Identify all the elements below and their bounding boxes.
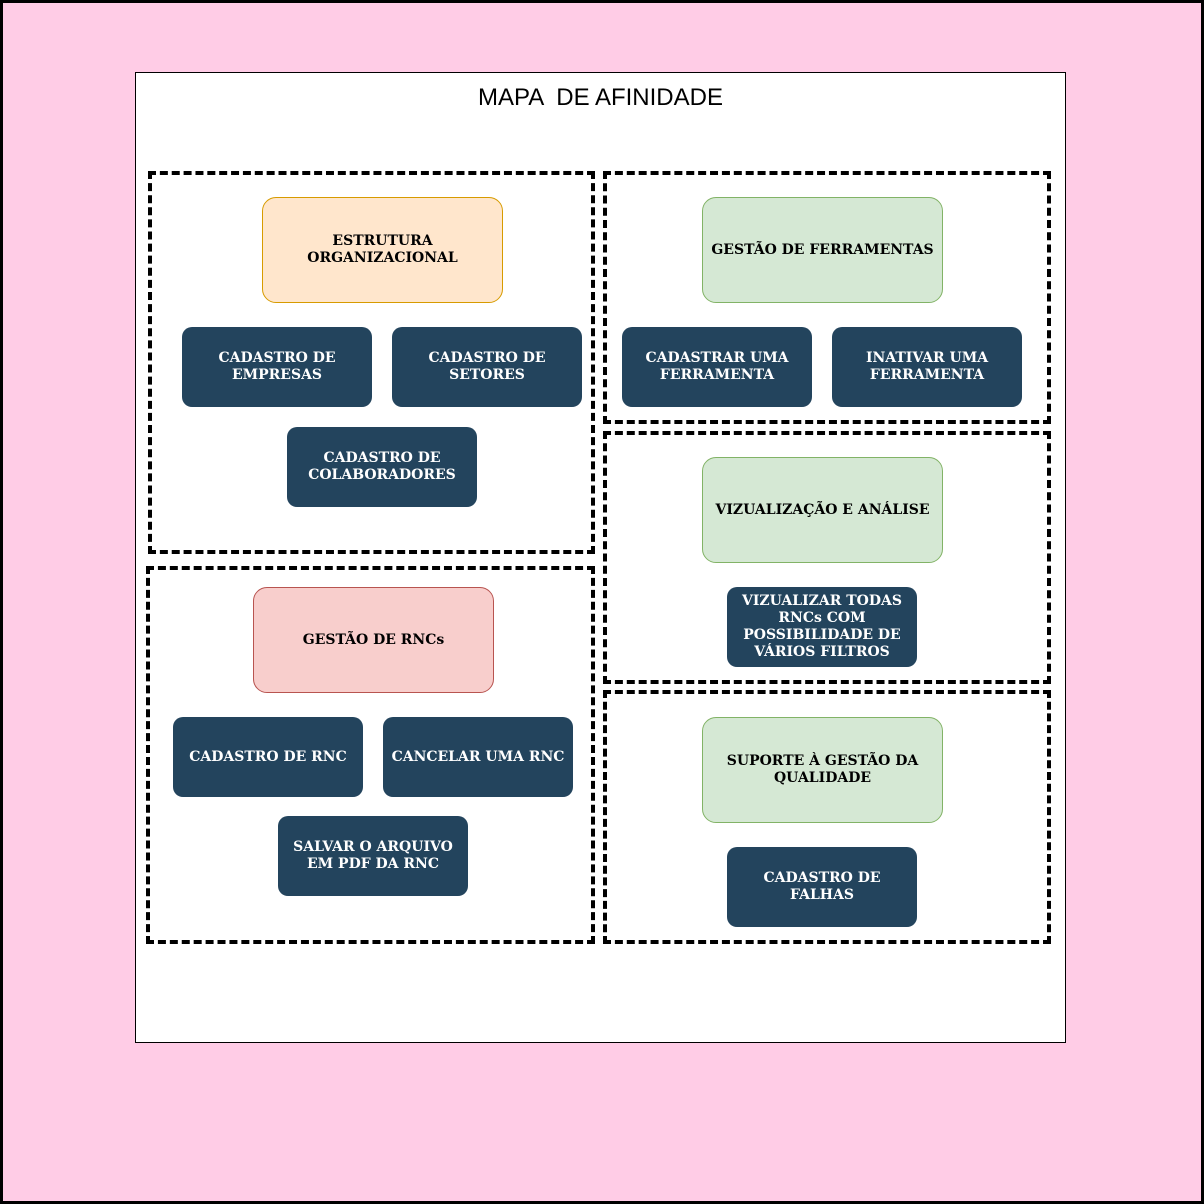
group-gestao-rncs — [146, 566, 595, 944]
category-vizualizacao-analise[interactable]: VIZUALIZAÇÃO E ANÁLISE — [702, 457, 943, 563]
item-cadastrar-ferramenta[interactable]: CADASTRAR UMA FERRAMENTA — [622, 327, 812, 407]
category-suporte-qualidade[interactable]: SUPORTE À GESTÃO DA QUALIDADE — [702, 717, 943, 823]
item-cadastro-setores[interactable]: CADASTRO DE SETORES — [392, 327, 582, 407]
group-suporte-qualidade — [603, 690, 1051, 944]
category-gestao-ferramentas[interactable]: GESTÃO DE FERRAMENTAS — [702, 197, 943, 303]
group-gestao-ferramentas — [603, 171, 1051, 424]
item-cadastro-falhas[interactable]: CADASTRO DE FALHAS — [727, 847, 917, 927]
item-cadastro-colaboradores[interactable]: CADASTRO DE COLABORADORES — [287, 427, 477, 507]
item-vizualizar-rncs[interactable]: VIZUALIZAR TODAS RNCs COM POSSIBILIDADE … — [727, 587, 917, 667]
item-cadastro-rnc[interactable]: CADASTRO DE RNC — [173, 717, 363, 797]
group-estrutura-organizacional — [148, 171, 595, 554]
group-vizualizacao-analise — [603, 431, 1051, 684]
item-cancelar-rnc[interactable]: CANCELAR UMA RNC — [383, 717, 573, 797]
category-estrutura-organizacional[interactable]: ESTRUTURA ORGANIZACIONAL — [262, 197, 503, 303]
category-gestao-rncs[interactable]: GESTÃO DE RNCs — [253, 587, 494, 693]
diagram-title: MAPA DE AFINIDADE — [478, 84, 723, 111]
item-cadastro-empresas[interactable]: CADASTRO DE EMPRESAS — [182, 327, 372, 407]
item-salvar-pdf-rnc[interactable]: SALVAR O ARQUIVO EM PDF DA RNC — [278, 816, 468, 896]
item-inativar-ferramenta[interactable]: INATIVAR UMA FERRAMENTA — [832, 327, 1022, 407]
